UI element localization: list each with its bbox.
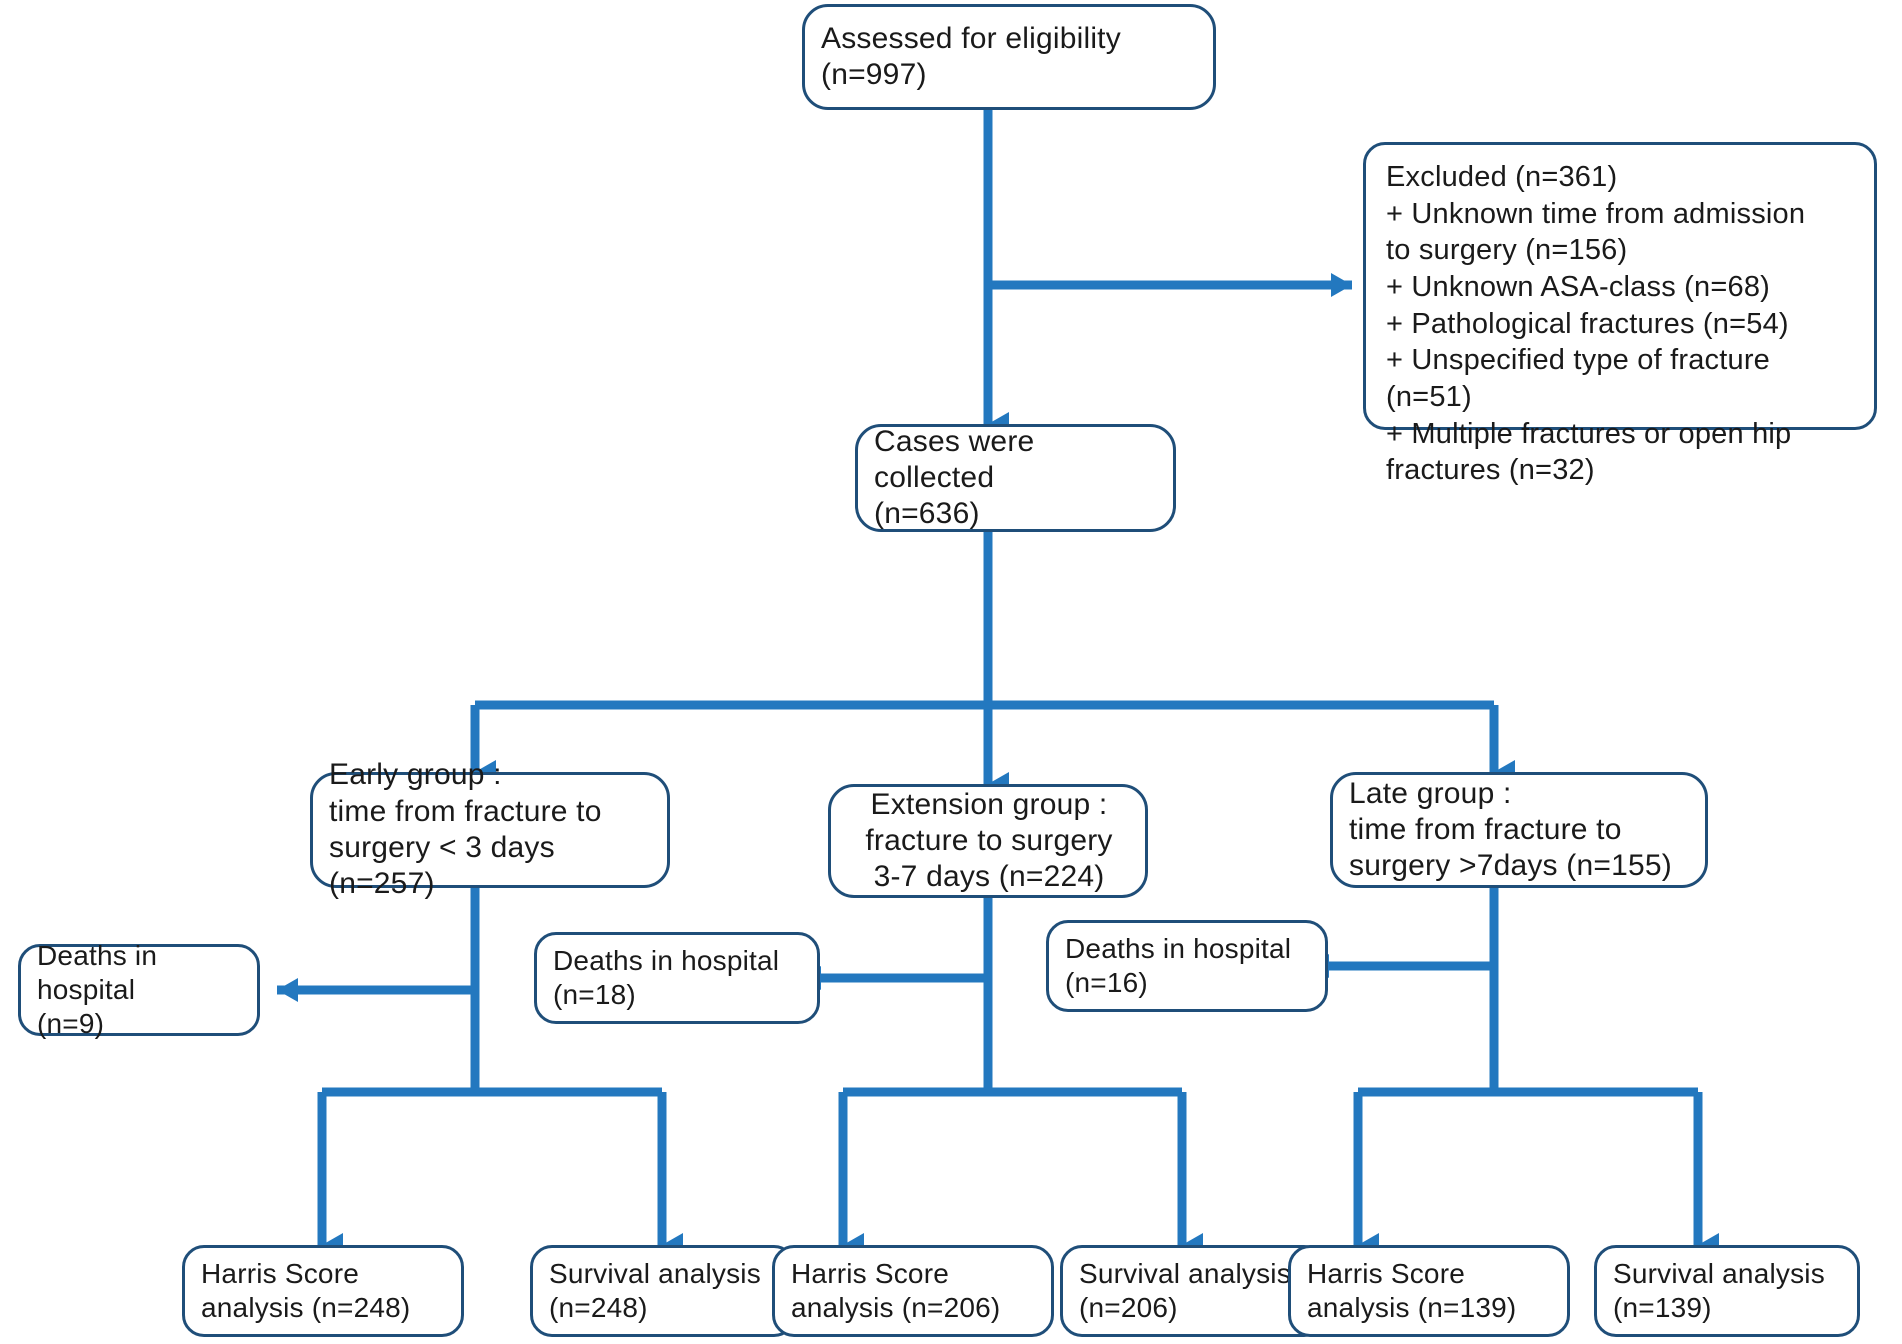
node-survival-early: Survival analysis (n=248) (530, 1245, 796, 1337)
node-deaths-late: Deaths in hospital (n=16) (1046, 920, 1328, 1012)
node-deaths-early-label: Deaths in hospital (n=9) (37, 940, 158, 1039)
node-extension-group-label: Extension group : fracture to surgery 3-… (865, 787, 1113, 894)
node-harris-early: Harris Score analysis (n=248) (182, 1245, 464, 1337)
node-survival-early-label: Survival analysis (n=248) (549, 1258, 761, 1323)
node-excluded-label: Excluded (n=361) + Unknown time from adm… (1386, 161, 1806, 487)
node-extension-group: Extension group : fracture to surgery 3-… (828, 784, 1148, 898)
node-late-group-label: Late group : time from fracture to surge… (1349, 776, 1672, 883)
node-assessed-for-eligibility: Assessed for eligibility (n=997) (802, 4, 1216, 110)
node-assessed-label: Assessed for eligibility (n=997) (821, 21, 1121, 91)
node-harris-early-label: Harris Score analysis (n=248) (201, 1258, 411, 1323)
node-survival-extension: Survival analysis (n=206) (1060, 1245, 1326, 1337)
node-early-group: Early group : time from fracture to surg… (310, 758, 670, 900)
node-harris-extension: Harris Score analysis (n=206) (772, 1245, 1054, 1337)
node-collected-label: Cases were collected (n=636) (874, 424, 1035, 531)
node-harris-late: Harris Score analysis (n=139) (1288, 1245, 1570, 1337)
node-late-group: Late group : time from fracture to surge… (1330, 772, 1708, 888)
node-deaths-early: Deaths in hospital (n=9) (18, 940, 260, 1039)
node-deaths-extension-label: Deaths in hospital (n=18) (553, 945, 780, 1010)
node-survival-extension-label: Survival analysis (n=206) (1079, 1258, 1291, 1323)
node-deaths-extension: Deaths in hospital (n=18) (534, 932, 820, 1024)
node-deaths-late-label: Deaths in hospital (n=16) (1065, 933, 1292, 998)
node-cases-collected: Cases were collected (n=636) (855, 424, 1176, 532)
node-harris-extension-label: Harris Score analysis (n=206) (791, 1258, 1001, 1323)
node-early-group-label: Early group : time from fracture to surg… (329, 758, 602, 901)
node-excluded: Excluded (n=361) + Unknown time from adm… (1363, 142, 1877, 486)
node-survival-late: Survival analysis (n=139) (1594, 1245, 1860, 1337)
node-survival-late-label: Survival analysis (n=139) (1613, 1258, 1825, 1323)
node-harris-late-label: Harris Score analysis (n=139) (1307, 1258, 1517, 1323)
